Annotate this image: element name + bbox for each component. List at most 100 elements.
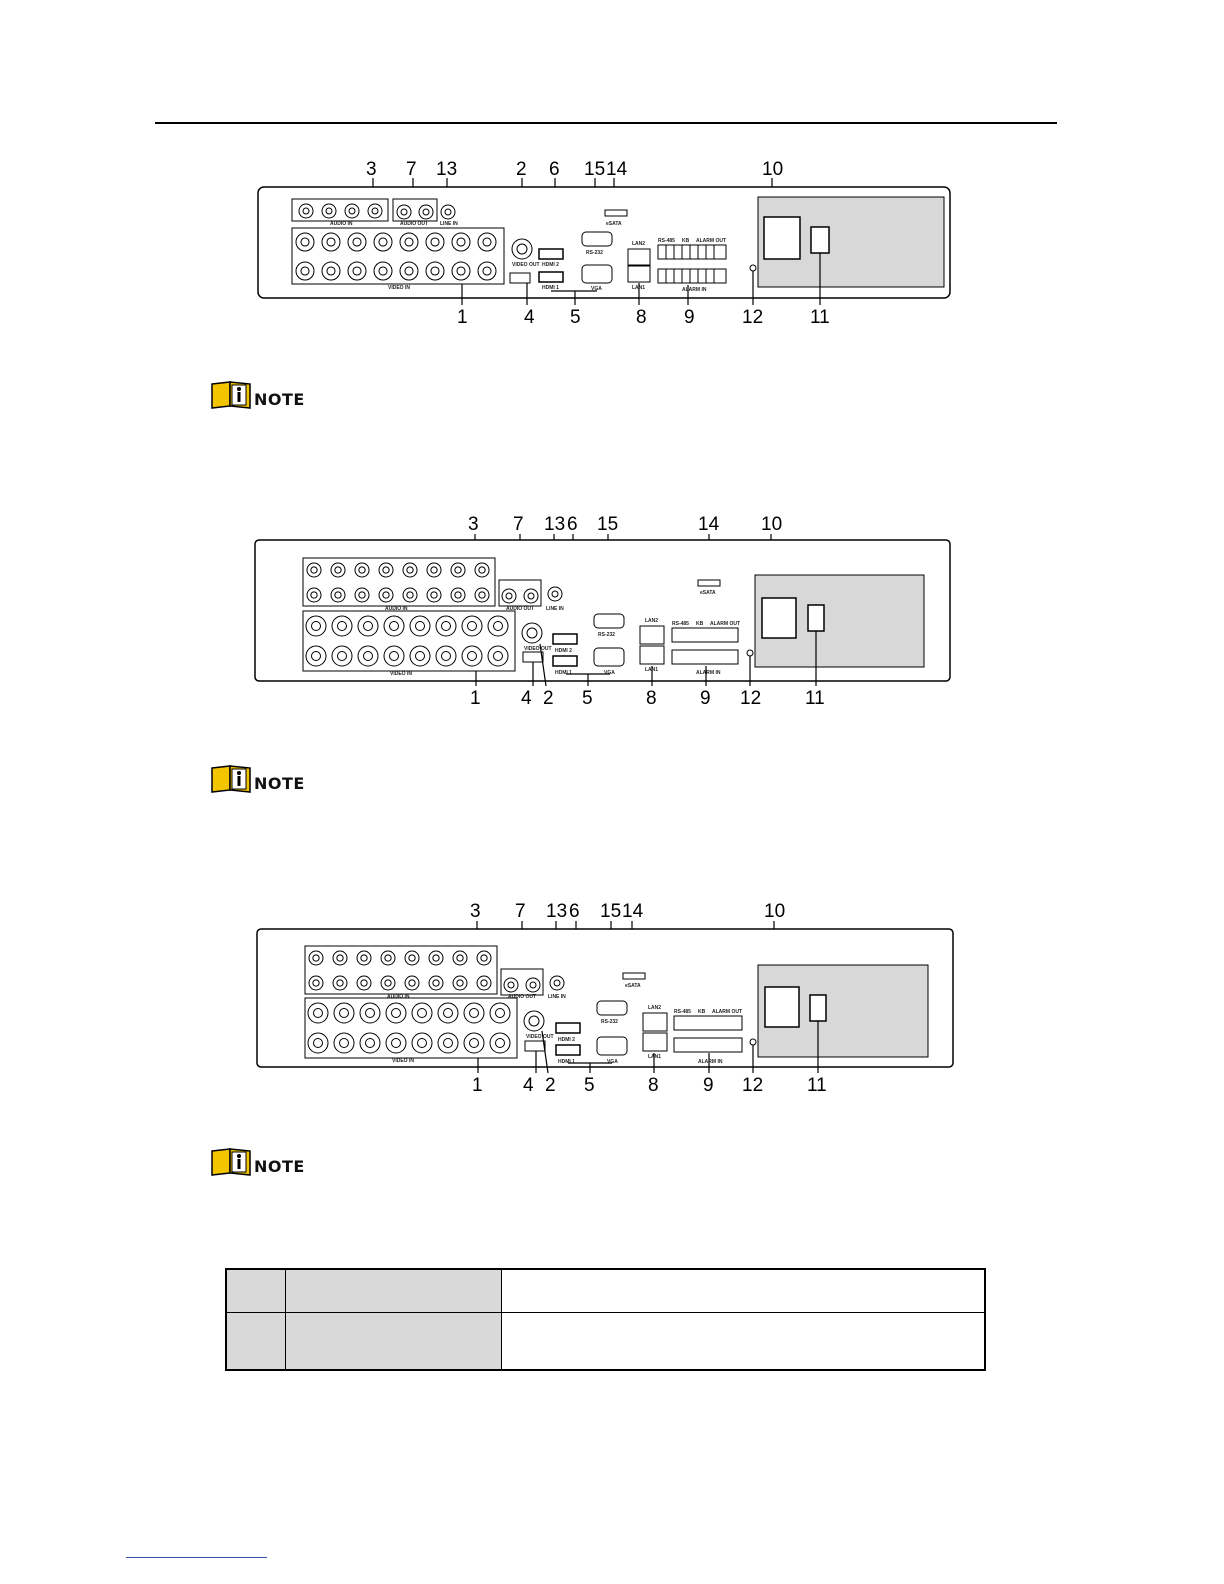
label-esata: eSATA <box>606 221 622 227</box>
bnc-connector <box>477 261 497 281</box>
bnc-connector <box>380 950 396 966</box>
bnc-connector-pin <box>310 566 318 574</box>
label-video-out: VIDEO OUT <box>512 262 540 268</box>
bnc-connector <box>452 975 468 991</box>
callout-1: 1 <box>457 307 468 328</box>
bnc-connector-pin <box>378 266 388 276</box>
bnc-connector <box>308 950 324 966</box>
bnc-connector <box>305 615 327 637</box>
callout-15: 15 <box>600 901 621 922</box>
bnc-connector <box>461 645 483 667</box>
label-video-in: VIDEO IN <box>390 671 412 677</box>
bnc-connector-pin <box>495 1008 505 1018</box>
label-audio-out: AUDIO OUT <box>508 994 536 1000</box>
bnc-connector-pin <box>339 1038 349 1048</box>
callout-6: 6 <box>567 514 578 535</box>
bnc-connector <box>461 615 483 637</box>
callout-5: 5 <box>584 1075 595 1096</box>
bnc-connector-pin <box>360 979 368 987</box>
label-rs485: RS-485 <box>658 238 675 244</box>
bnc-connector-pin <box>311 621 321 631</box>
bnc-connector-pin <box>415 621 425 631</box>
callout-5: 5 <box>570 307 581 328</box>
callout-10: 10 <box>764 901 785 922</box>
callout-9: 9 <box>703 1075 714 1096</box>
bnc-connector <box>333 1032 355 1054</box>
bnc-connector <box>411 1002 433 1024</box>
note-label: NOTE <box>254 774 305 793</box>
note-label: NOTE <box>254 390 305 409</box>
label-lan1: LAN1 <box>648 1054 661 1060</box>
bnc-connector-pin <box>495 1038 505 1048</box>
callout-14: 14 <box>606 159 628 180</box>
bnc-connector-pin <box>493 621 503 631</box>
bnc-connector <box>426 587 442 603</box>
callout-12: 12 <box>742 1075 763 1096</box>
bnc-connector <box>402 562 418 578</box>
label-kb: KB <box>682 238 690 244</box>
callout-13: 13 <box>544 514 565 535</box>
bnc-connector <box>437 1002 459 1024</box>
rear-panel-figure-1: 3 7 13 2 6 15 14 10 AUDIO IN AUDIO OUT L… <box>250 155 960 330</box>
label-rs485: RS-485 <box>674 1009 691 1015</box>
bnc-connector-pin <box>415 651 425 661</box>
bnc-connector-pin <box>313 1008 323 1018</box>
label-video-in: VIDEO IN <box>392 1058 414 1064</box>
bnc-connector <box>295 261 315 281</box>
bnc-connector <box>450 587 466 603</box>
label-alarm-out: ALARM OUT <box>712 1009 742 1015</box>
bnc-connector-pin <box>430 266 440 276</box>
label-alarm-out: ALARM OUT <box>710 621 740 627</box>
bnc-connector <box>425 261 445 281</box>
bnc-connector <box>305 645 327 667</box>
label-video-out: VIDEO OUT <box>524 646 552 652</box>
bnc-connector <box>411 1032 433 1054</box>
bnc-connector <box>409 645 431 667</box>
bnc-connector <box>354 562 370 578</box>
bnc-connector-pin <box>482 266 492 276</box>
bnc-connector-pin <box>312 979 320 987</box>
bnc-connector <box>331 615 353 637</box>
bnc-connector-pin <box>467 651 477 661</box>
bnc-connector <box>321 232 341 252</box>
bnc-connector <box>380 975 396 991</box>
callout-6: 6 <box>569 901 580 922</box>
bnc-connector-pin <box>384 954 392 962</box>
callout-11: 11 <box>807 1075 827 1096</box>
bnc-connector-pin <box>389 651 399 661</box>
label-rs232: RS-232 <box>586 250 603 256</box>
bnc-connector-pin <box>334 566 342 574</box>
label-rs232: RS-232 <box>601 1019 618 1025</box>
bnc-connector-pin <box>408 954 416 962</box>
bnc-connector-pin <box>432 979 440 987</box>
bnc-connector <box>332 975 348 991</box>
bnc-connector-pin <box>443 1038 453 1048</box>
callout-4: 4 <box>521 688 532 709</box>
table-row <box>225 1312 986 1371</box>
bnc-connector-pin <box>363 651 373 661</box>
label-esata: eSATA <box>700 590 716 596</box>
label-line-in: LINE IN <box>546 606 564 612</box>
bnc-connector-pin <box>480 979 488 987</box>
callout-11: 11 <box>805 688 825 709</box>
callout-7: 7 <box>515 901 526 922</box>
callout-14: 14 <box>698 514 720 535</box>
callout-8: 8 <box>648 1075 659 1096</box>
bnc-connector-pin <box>441 621 451 631</box>
callout-2: 2 <box>516 159 527 180</box>
bnc-connector-pin <box>417 1038 427 1048</box>
callout-12: 12 <box>742 307 763 328</box>
bnc-connector <box>409 615 431 637</box>
bnc-connector <box>450 562 466 578</box>
bnc-connector <box>333 1002 355 1024</box>
bnc-connector <box>373 261 393 281</box>
footnote-rule <box>126 1557 267 1558</box>
callout-3: 3 <box>366 159 377 180</box>
bnc-connector <box>437 1032 459 1054</box>
callout-14: 14 <box>622 901 644 922</box>
bnc-connector-pin <box>337 621 347 631</box>
bnc-connector <box>373 232 393 252</box>
label-lan2: LAN2 <box>645 618 658 624</box>
label-audio-in: AUDIO IN <box>385 606 408 612</box>
label-kb: KB <box>696 621 704 627</box>
